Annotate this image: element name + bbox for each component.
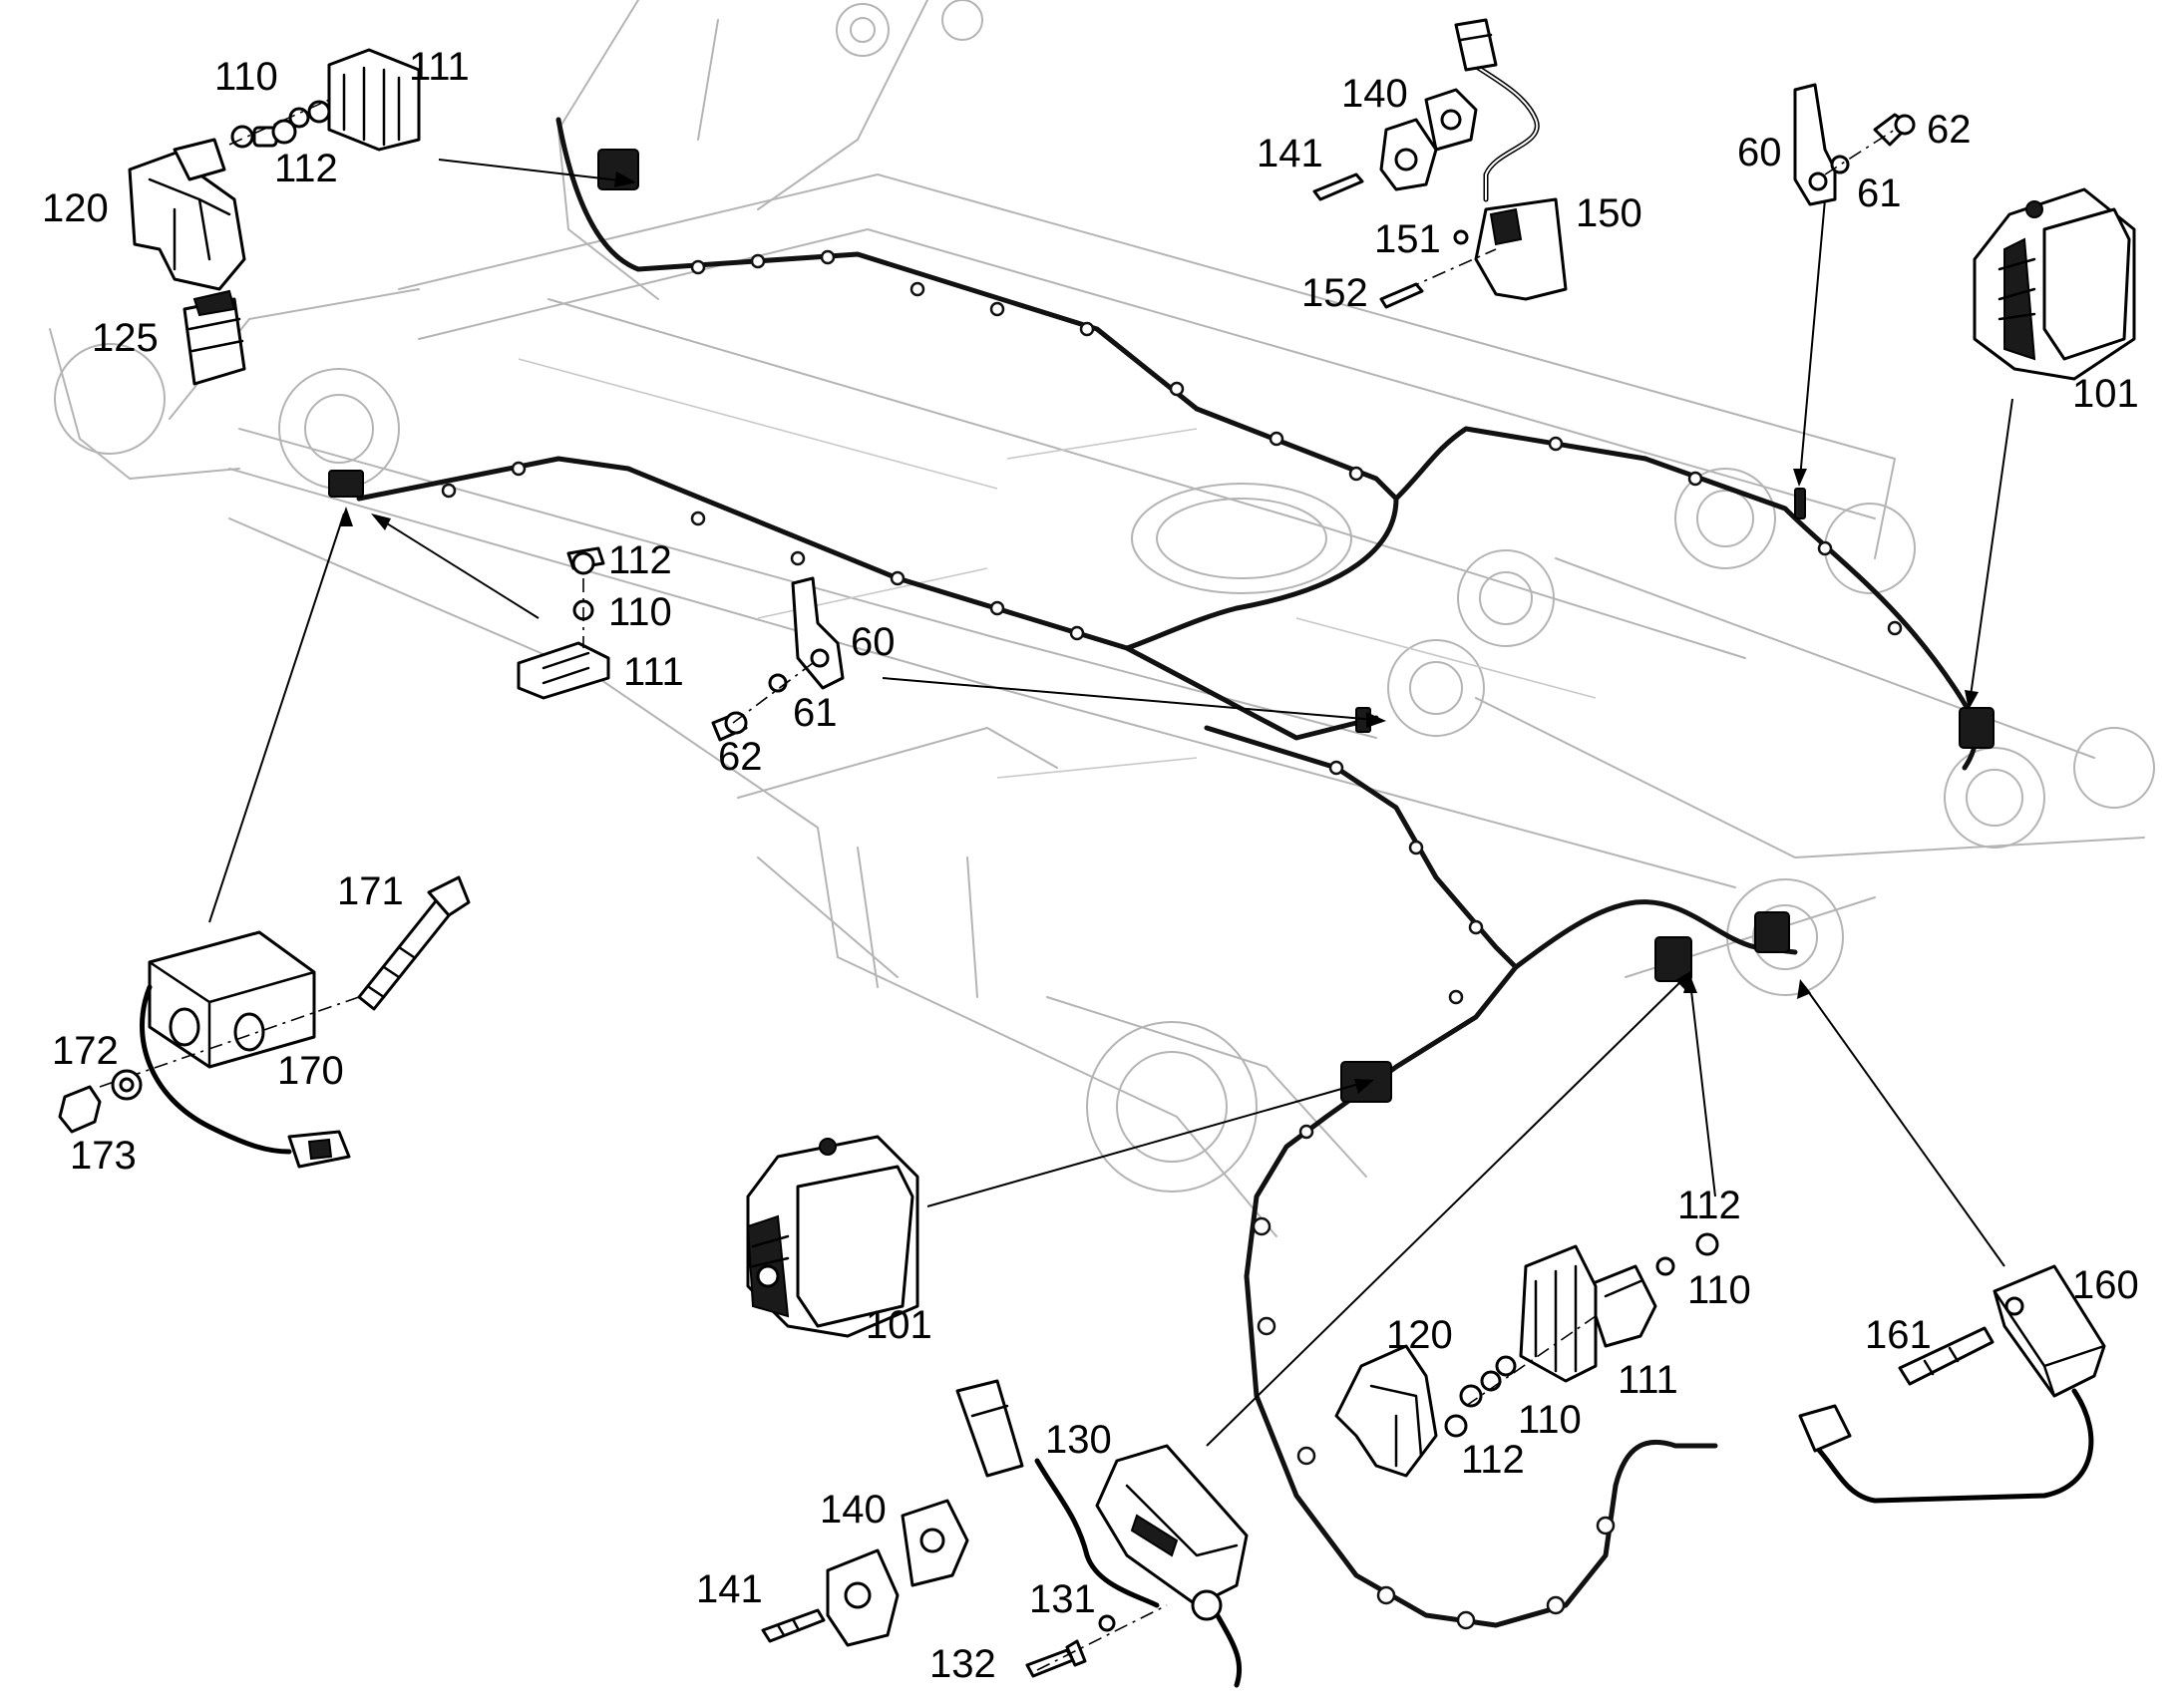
callout-172: 172 (52, 1029, 119, 1073)
callout-101-bottom: 101 (866, 1303, 932, 1347)
callout-152: 152 (1301, 271, 1368, 315)
part-group-110-111-112-bottom (1444, 1232, 1719, 1438)
leader-lines (208, 159, 2013, 1447)
callout-151: 151 (1374, 217, 1441, 261)
callout-130: 130 (1045, 1418, 1112, 1462)
callout-111-top: 111 (409, 45, 470, 89)
part-171-bolt (357, 875, 471, 1011)
part-group-60-61-62-mid (711, 576, 845, 742)
callout-141-top: 141 (1257, 132, 1323, 175)
callout-110-br2: 110 (1518, 1398, 1582, 1442)
part-170-sensor-block (140, 930, 351, 1169)
callout-62-mid: 62 (718, 735, 763, 779)
part-101-work-light-top (1973, 187, 2136, 381)
callout-132: 132 (929, 1642, 996, 1686)
part-group-110-111-112-top (228, 48, 421, 152)
callout-111-mid: 111 (623, 650, 684, 694)
wiring-harness (356, 117, 1979, 1628)
callout-170: 170 (277, 1049, 344, 1093)
part-group-131-132 (1025, 1604, 1168, 1678)
callout-61-mid: 61 (793, 691, 838, 735)
callout-160: 160 (2072, 1263, 2139, 1307)
part-120-bottom-connector (1334, 1344, 1438, 1478)
harness-clips (441, 249, 1903, 1630)
callout-140-bottom: 140 (820, 1488, 887, 1532)
callout-140-top: 140 (1341, 72, 1408, 116)
callout-150: 150 (1576, 191, 1642, 235)
axis-170-171 (99, 996, 360, 1088)
callout-120-br: 120 (1386, 1313, 1453, 1357)
part-160-sensor (1798, 1264, 2106, 1504)
callout-61-top: 61 (1857, 171, 1902, 215)
leader-arrowheads (339, 171, 1979, 1094)
callout-112-mid: 112 (608, 538, 672, 582)
callout-110-br: 110 (1687, 1268, 1751, 1312)
part-group-172-173 (58, 1069, 143, 1134)
callout-161: 161 (1865, 1313, 1932, 1357)
callout-60-mid: 60 (851, 620, 896, 664)
callout-125: 125 (92, 316, 159, 360)
callout-111-br: 111 (1618, 1358, 1678, 1402)
callout-labels: 110 111 112 120 125 140 141 150 151 152 … (42, 45, 2139, 1686)
part-125-connector (182, 289, 246, 386)
part-130-sensor (955, 1379, 1249, 1688)
part-group-140-141-top (1312, 88, 1478, 201)
callout-60-top: 60 (1737, 131, 1782, 174)
callout-110-mid: 110 (608, 590, 672, 634)
callout-112-top: 112 (274, 147, 338, 190)
part-120-top-connector (128, 138, 246, 291)
callout-112-br: 112 (1677, 1184, 1741, 1227)
harness-connectors (328, 149, 1995, 1103)
callout-110-top: 110 (214, 55, 278, 99)
machine-frame-outline (49, 0, 2155, 1237)
part-101-work-light-bottom (746, 1135, 919, 1338)
part-group-60-61-62-top (1793, 83, 1916, 206)
callout-173: 173 (70, 1134, 137, 1178)
callout-62-top: 62 (1927, 108, 1972, 152)
part-150-sensor-top (1379, 18, 1568, 309)
callout-171: 171 (337, 869, 404, 913)
callout-120-top: 120 (42, 186, 109, 230)
callout-131: 131 (1029, 1577, 1096, 1621)
part-group-110-111-112-mid (517, 546, 610, 700)
callout-101-top: 101 (2072, 372, 2139, 416)
part-group-140-141-bottom (761, 1499, 969, 1647)
callout-141-bottom: 141 (696, 1567, 763, 1611)
callout-112-br2: 112 (1461, 1438, 1525, 1482)
